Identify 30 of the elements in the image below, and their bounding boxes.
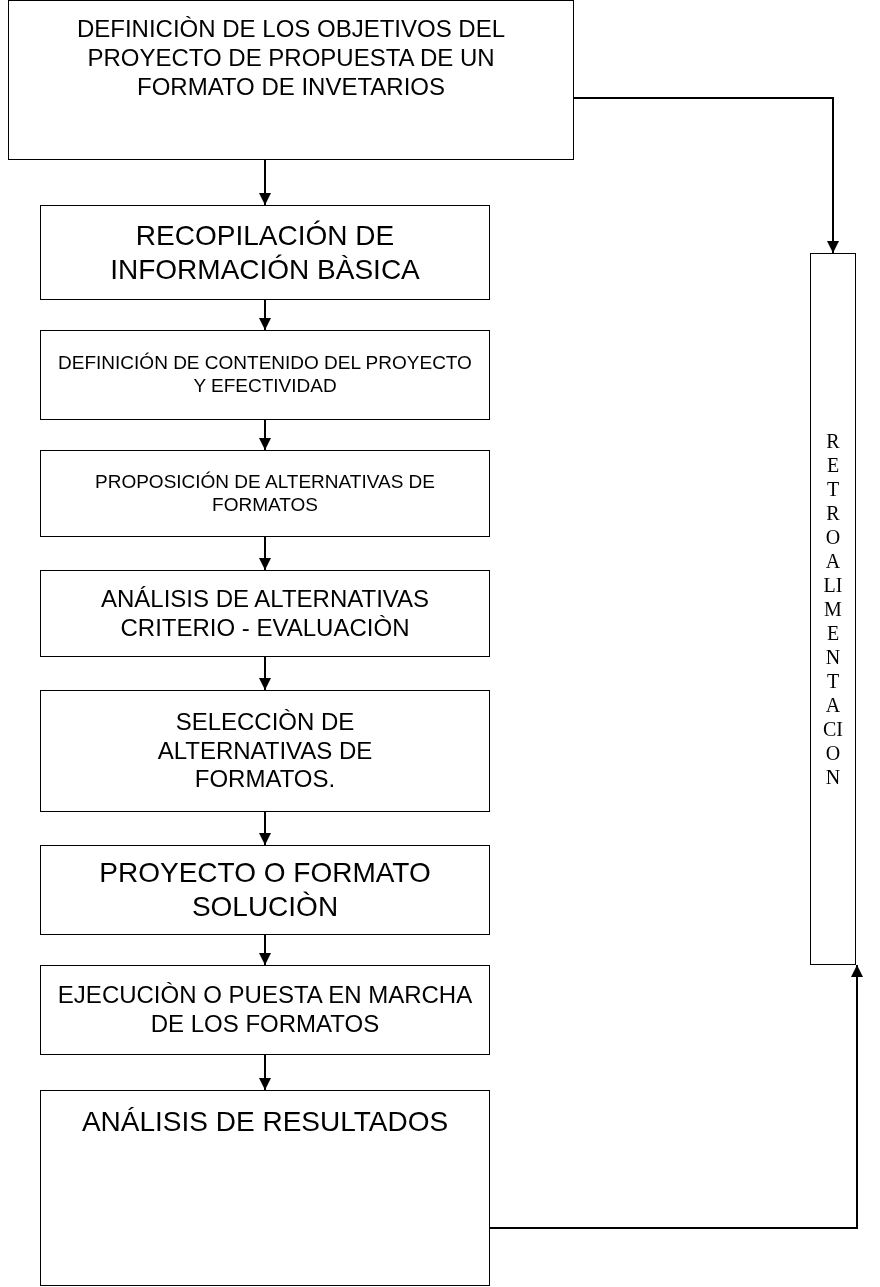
process-box (40, 965, 490, 1055)
step-text: PROPOSICIÓN DE ALTERNATIVAS DE FORMATOS (94, 470, 436, 517)
step-text: SELECCIÒN DE ALTERNATIVAS DE FORMATOS. (156, 707, 374, 795)
step-text: DEFINICIÒN DE LOS OBJETIVOS DEL PROYECTO DE PROPUESTA DE UN FORMATO DE INVETARIOS (75, 15, 507, 102)
arrow (259, 656, 271, 691)
arrow (259, 1054, 271, 1091)
step-text: DEFINICIÓN DE CONTENIDO DEL PROYECTO Y EFECTIVIDAD (57, 352, 473, 398)
step-text: EJECUCIÒN O PUESTA EN MARCHA DE LOS FORMATOS (56, 981, 474, 1039)
arrow (489, 964, 863, 1229)
step-text: ANÁLISIS DE ALTERNATIVAS CRITERIO - EVALUACIÒN (99, 584, 431, 643)
arrow (259, 934, 271, 966)
process-box (40, 205, 490, 300)
arrow (259, 419, 271, 451)
vertical-text: RETROALIMENTACION (823, 429, 843, 789)
process-box (40, 1090, 490, 1286)
arrow (259, 159, 271, 206)
step-text: ANÁLISIS DE RESULTADOS (81, 1105, 449, 1139)
step-text: RECOPILACIÓN DE INFORMACIÓN BÀSICA (109, 218, 421, 287)
vertical-label-box (810, 253, 856, 965)
step-text: PROYECTO O FORMATO SOLUCIÒN (98, 856, 432, 924)
arrow (573, 97, 839, 254)
process-box (40, 570, 490, 657)
process-box (40, 845, 490, 935)
arrow (259, 299, 271, 331)
process-box (8, 0, 574, 160)
arrow (259, 811, 271, 846)
process-box (40, 330, 490, 420)
arrow (259, 536, 271, 571)
process-box (40, 450, 490, 537)
process-box (40, 690, 490, 812)
